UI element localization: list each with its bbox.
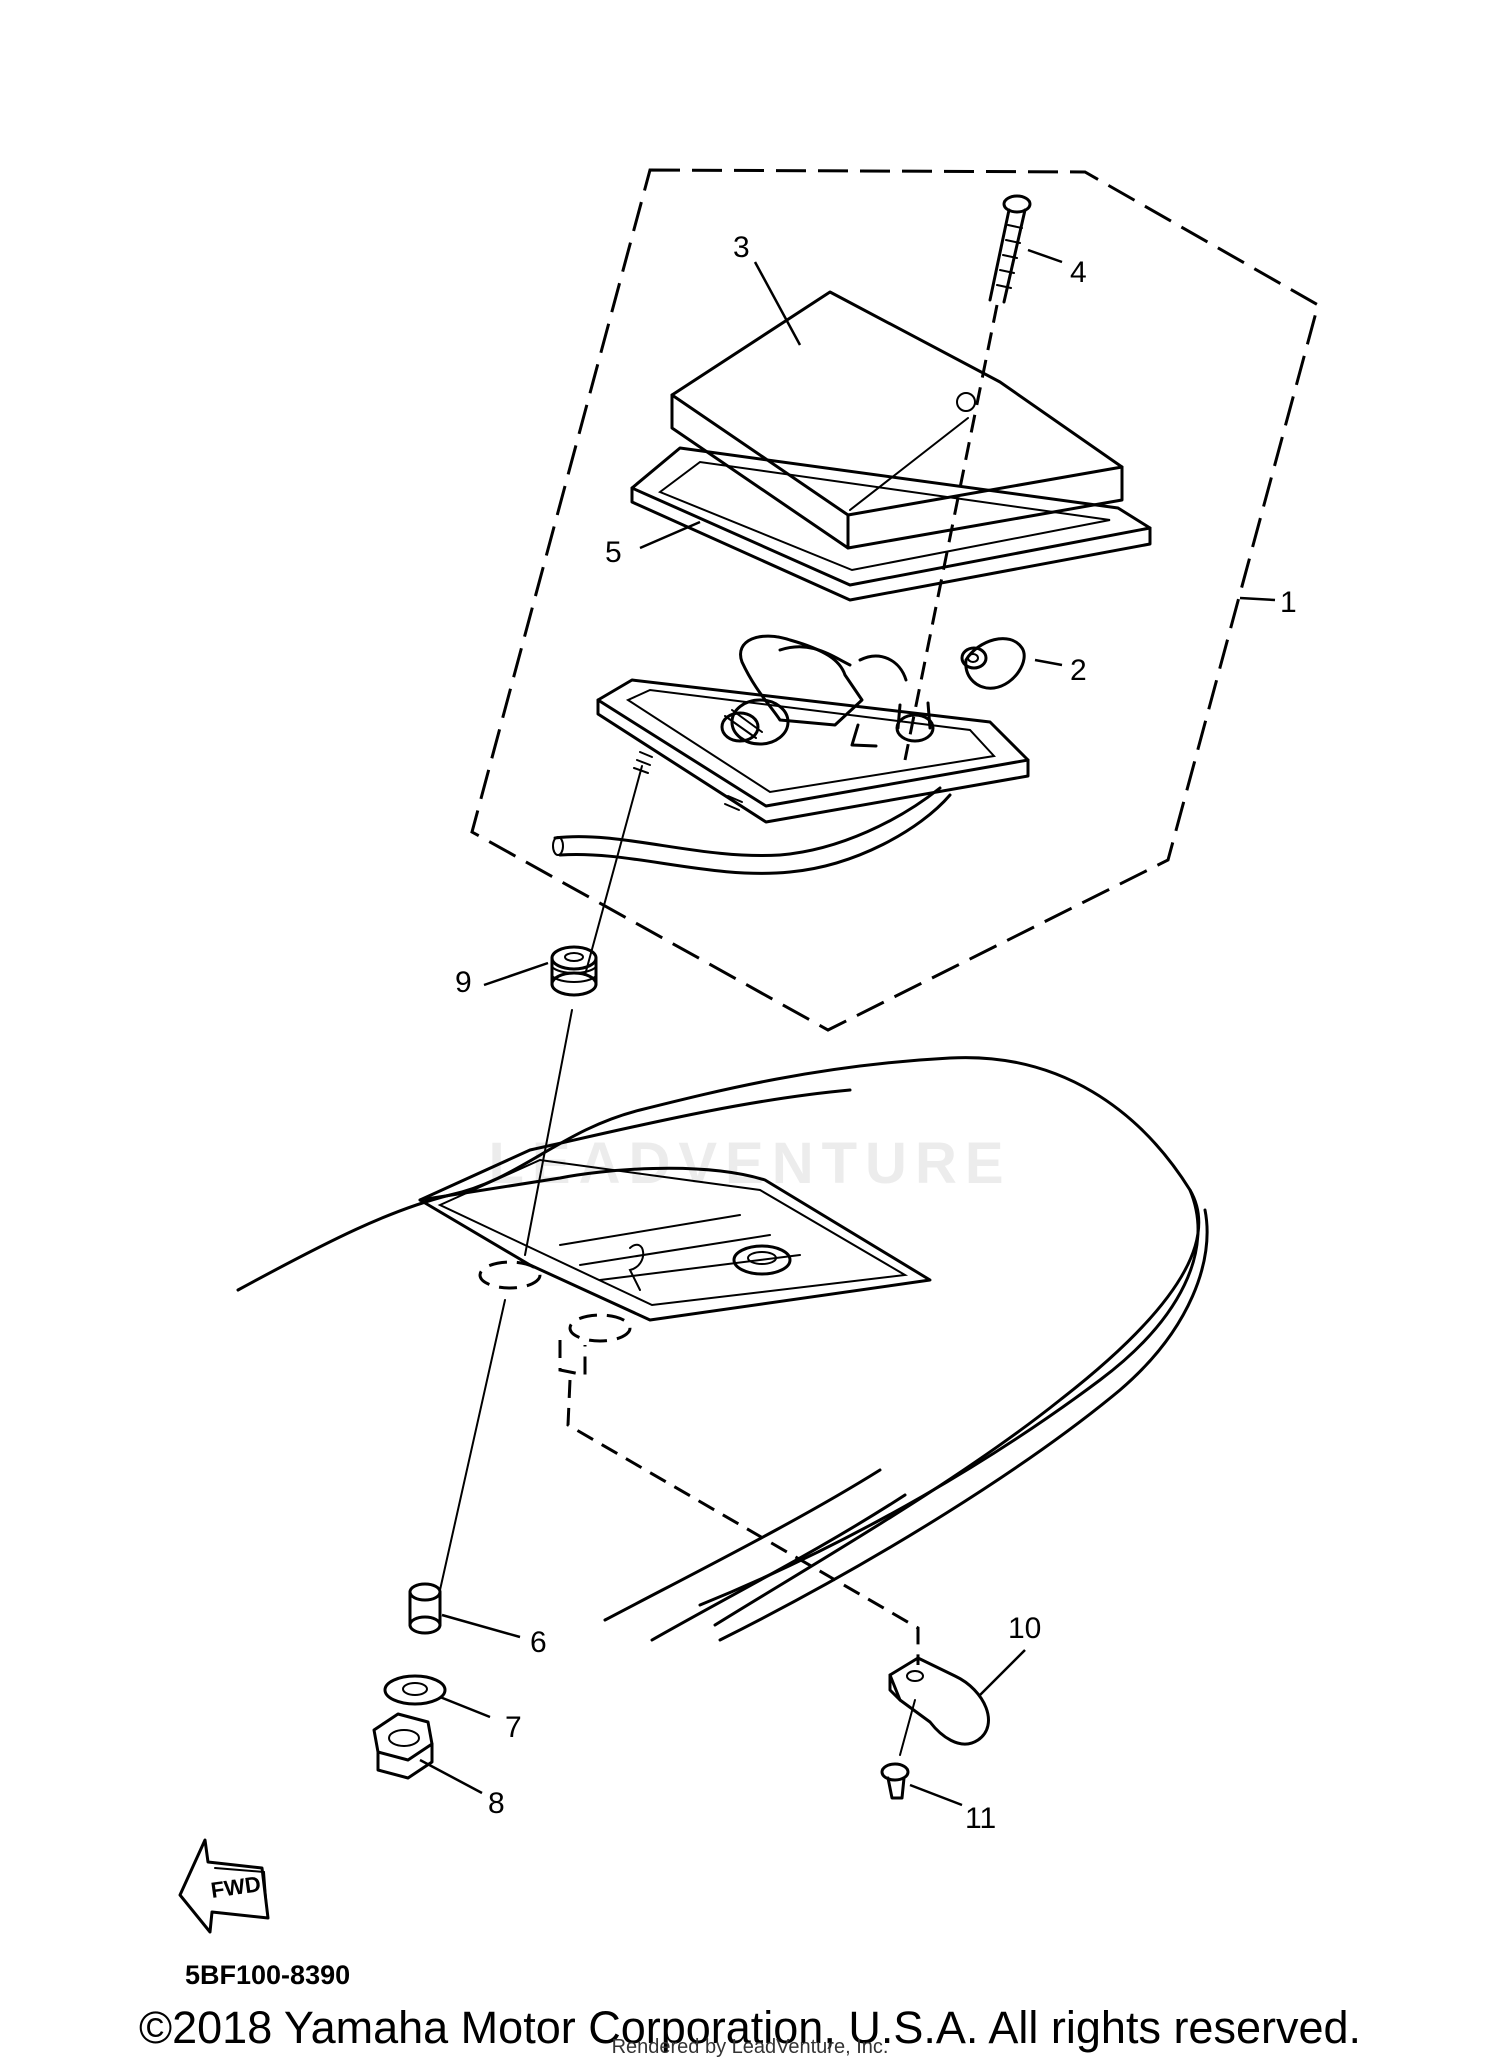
fwd-label: FWD <box>209 1871 262 1903</box>
part-nut <box>372 1712 434 1780</box>
leader-8 <box>419 1758 483 1795</box>
part-clamp <box>888 1656 990 1746</box>
part-grommet <box>550 945 598 997</box>
callout-2: 2 <box>1070 654 1087 687</box>
screw-line-clamp <box>899 1699 916 1756</box>
callout-1: 1 <box>1280 586 1297 619</box>
copyright-notice: ©2018 Yamaha Motor Corporation, U.S.A. A… <box>138 2002 1362 2053</box>
rendered-by-notice: Rendered by LeadVenture, Inc. <box>611 2036 889 2058</box>
callout-8: 8 <box>488 1787 505 1820</box>
assembly-boundary <box>470 168 1320 1032</box>
part-screw-long <box>903 194 1032 761</box>
callout-5: 5 <box>605 536 622 569</box>
leader-10 <box>979 1649 1026 1696</box>
callout-10: 10 <box>1008 1612 1041 1645</box>
part-bulb <box>960 637 1026 690</box>
callout-11: 11 <box>965 1802 996 1835</box>
leader-4 <box>1027 248 1063 264</box>
stud-line-lower <box>524 1009 573 1256</box>
part-lamp-base <box>552 634 1030 875</box>
hull-deck <box>236 1056 1209 1642</box>
leader-11 <box>909 1783 963 1807</box>
fwd-arrow-icon: FWD <box>178 1838 270 1934</box>
leader-6 <box>441 1613 521 1639</box>
route-line-clamp <box>566 1379 920 1665</box>
diagram-code: 5BF100-8390 <box>185 1960 351 1990</box>
part-washer <box>383 1674 447 1706</box>
leader-3 <box>753 261 802 346</box>
part-lens-cover <box>670 290 1124 550</box>
leader-7 <box>439 1695 491 1719</box>
stud-line-upper <box>584 765 643 976</box>
stud-line-bottom <box>439 1299 506 1591</box>
part-gasket <box>630 446 1152 602</box>
leader-5 <box>639 520 701 550</box>
leader-9 <box>483 961 549 987</box>
part-collar <box>408 1582 442 1635</box>
callout-4: 4 <box>1070 256 1087 289</box>
leader-1 <box>1239 596 1276 602</box>
callout-7: 7 <box>505 1711 522 1744</box>
callout-3: 3 <box>733 231 750 264</box>
callout-6: 6 <box>530 1626 547 1659</box>
part-screw-short <box>880 1762 910 1800</box>
callout-9: 9 <box>455 966 472 999</box>
leader-2 <box>1034 658 1063 667</box>
watermark-text: LEADVENTURE <box>488 1131 1012 1196</box>
